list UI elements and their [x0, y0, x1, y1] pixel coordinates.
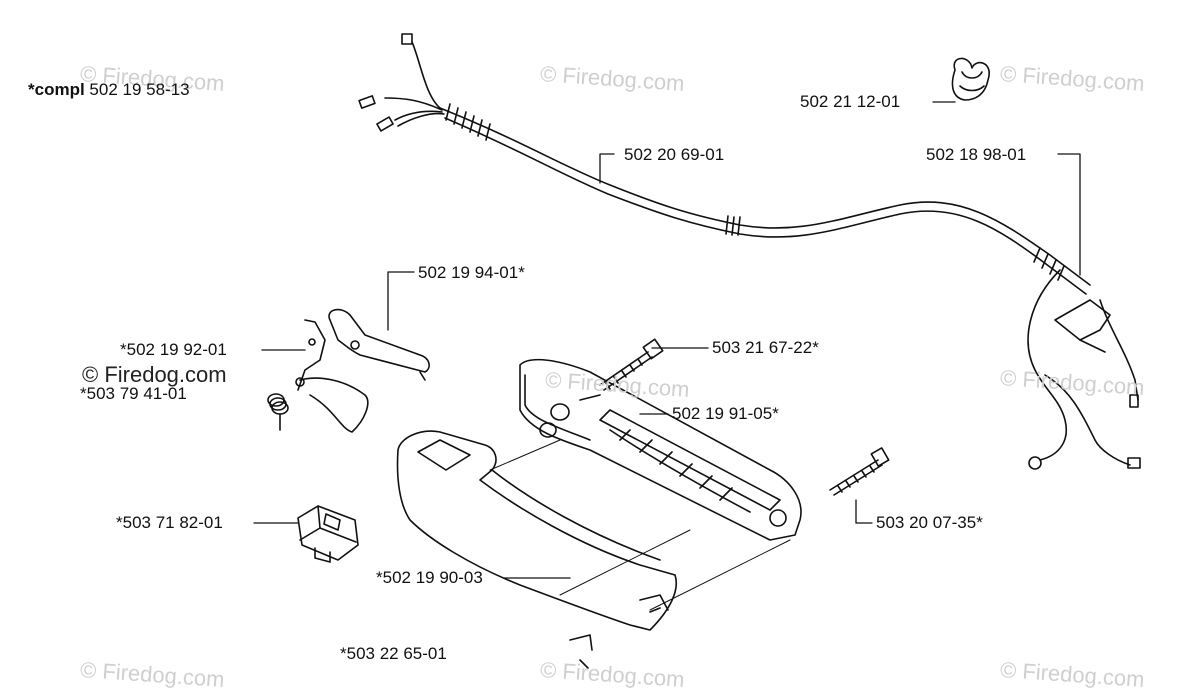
- compl-label: *compl 502 19 58-13: [28, 80, 190, 100]
- wiring-harness: [358, 33, 1091, 295]
- part-label-screw-top[interactable]: 503 21 67-22*: [712, 338, 819, 357]
- spring: [267, 393, 289, 431]
- throttle-lever: [328, 308, 430, 381]
- part-label-handle-left[interactable]: *502 19 90-03: [376, 568, 483, 587]
- handle-half-left: [396, 430, 677, 631]
- assembly-lines: [489, 439, 791, 611]
- cable-clip: [951, 57, 990, 101]
- screw-long: [829, 447, 890, 496]
- part-label-harness[interactable]: 502 20 69-01: [624, 145, 725, 164]
- screw-short: [599, 338, 664, 391]
- part-label-throttle-lever[interactable]: 502 19 94-01*: [418, 263, 525, 282]
- connector-assembly: [1027, 269, 1141, 470]
- stop-switch: [297, 505, 359, 563]
- part-label-lockout[interactable]: *502 19 92-01: [120, 340, 227, 359]
- lockout-lever: [295, 319, 369, 433]
- part-label-switch[interactable]: *503 71 82-01: [116, 513, 223, 532]
- bottom-part: [569, 634, 593, 669]
- watermark-dark: © Firedog.com: [82, 362, 227, 387]
- part-label-bottom[interactable]: *503 22 65-01: [340, 644, 447, 663]
- part-label-clip[interactable]: 502 21 12-01: [800, 92, 901, 111]
- compl-number: 502 19 58-13: [89, 80, 190, 99]
- part-label-handle-right[interactable]: 502 19 91-05*: [672, 404, 779, 423]
- part-label-spring[interactable]: *503 79 41-01: [80, 384, 187, 403]
- compl-prefix: *compl: [28, 80, 85, 99]
- part-label-screw-long[interactable]: 503 20 07-35*: [876, 513, 983, 532]
- part-label-connector[interactable]: 502 18 98-01: [926, 145, 1027, 164]
- handle-half-right: [519, 358, 802, 541]
- leader-lines: [253, 101, 1081, 579]
